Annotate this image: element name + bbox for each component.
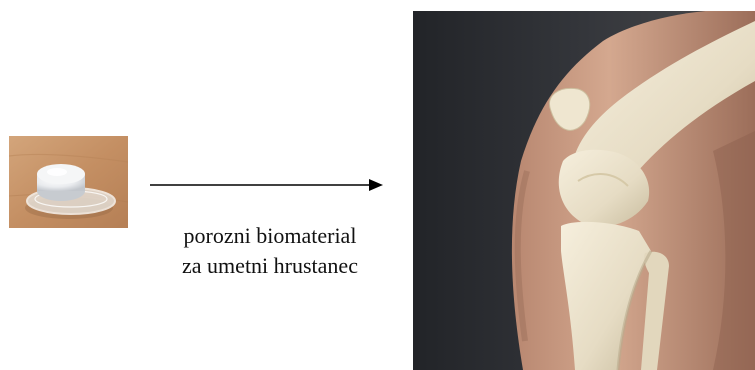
caption: porozni biomaterial za umetni hrustanec (140, 221, 400, 281)
arrow-right-icon (150, 174, 386, 196)
biomaterial-sample-image (9, 136, 128, 228)
biomaterial-sample-photo (9, 136, 128, 228)
caption-line-1: porozni biomaterial (140, 221, 400, 251)
knee-joint-image (413, 11, 755, 370)
knee-joint-photo (413, 11, 755, 370)
caption-line-2: za umetni hrustanec (140, 251, 400, 281)
